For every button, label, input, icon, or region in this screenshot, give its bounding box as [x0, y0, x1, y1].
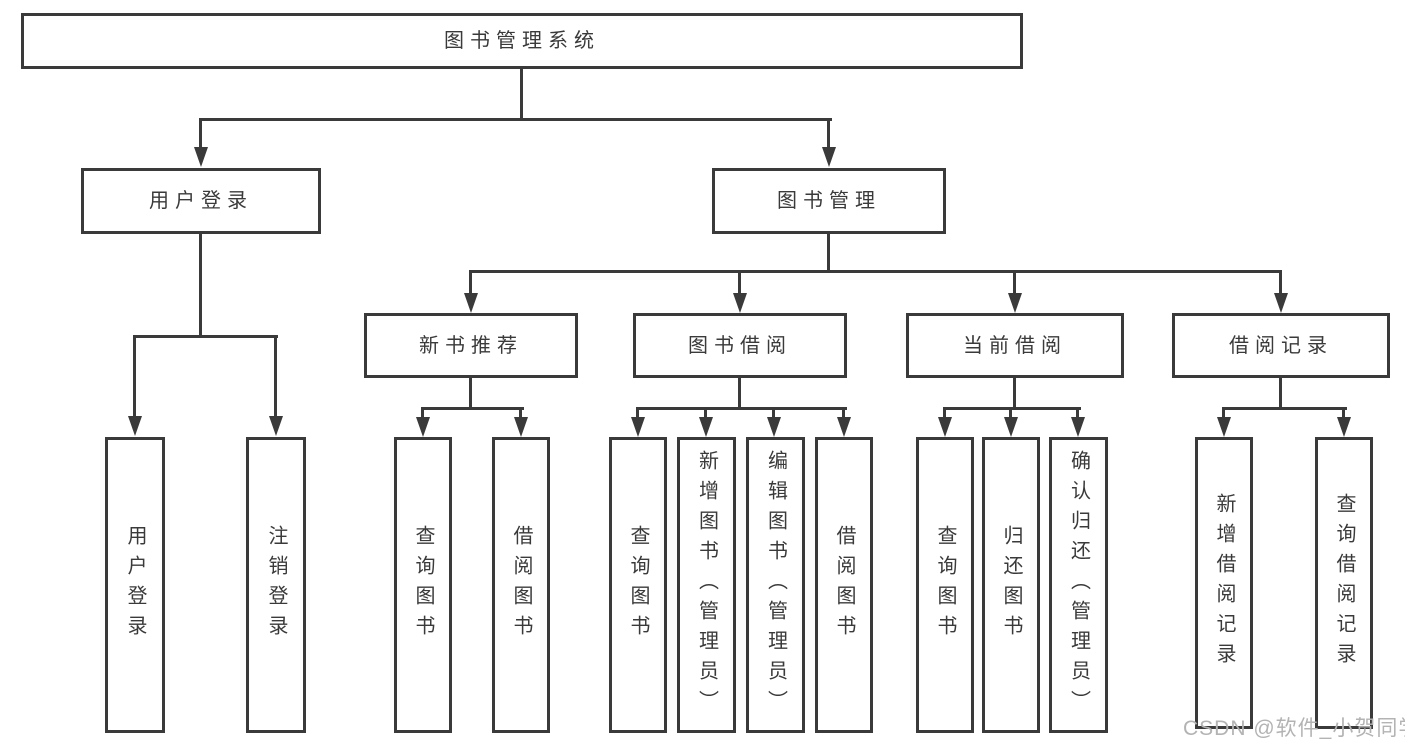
arrowhead-down-icon — [514, 417, 528, 437]
leaf-borrowing-query-books: 查询图书 — [609, 437, 667, 733]
connector-stem — [469, 378, 472, 407]
connector-level3-drop — [738, 270, 741, 293]
arrowhead-down-icon — [837, 417, 851, 437]
arrowhead-down-icon — [464, 293, 478, 313]
arrowhead-down-icon — [733, 293, 747, 313]
arrowhead-down-icon — [1217, 417, 1231, 437]
connector-stem — [1279, 378, 1282, 407]
arrowhead-down-icon — [416, 417, 430, 437]
node-borrowing-records: 借阅记录 — [1172, 313, 1390, 378]
connector-leaf-drop — [704, 407, 707, 417]
connector-stem — [1013, 378, 1016, 407]
connector-rail — [421, 407, 524, 410]
arrowhead-down-icon — [1337, 417, 1351, 437]
connector-rail — [943, 407, 1081, 410]
connector-leaf-drop — [772, 407, 775, 417]
connector-user-login-rail — [133, 335, 278, 338]
connector-rail — [636, 407, 847, 410]
connector-leaf-drop — [636, 407, 639, 417]
leaf-current-return-books: 归还图书 — [982, 437, 1040, 733]
connector-book-mgmt-stem — [827, 234, 830, 270]
connector-root-stem — [520, 69, 523, 118]
node-user-login: 用户登录 — [81, 168, 321, 234]
leaf-borrowing-add-books-admin: 新增图书（管理员） — [677, 437, 736, 733]
leaf-logout: 注销登录 — [246, 437, 306, 733]
connector-leaf-drop — [943, 407, 946, 417]
connector-leaf-drop — [1076, 407, 1079, 417]
connector-level3-drop — [1013, 270, 1016, 293]
connector-leaf-drop — [1009, 407, 1012, 417]
leaf-current-query-books: 查询图书 — [916, 437, 974, 733]
connector-level3-drop — [469, 270, 472, 293]
arrowhead-down-icon — [767, 417, 781, 437]
connector-leaf-drop — [1222, 407, 1225, 417]
leaf-records-add-record: 新增借阅记录 — [1195, 437, 1253, 729]
connector-level2-rail — [199, 118, 832, 121]
arrowhead-down-icon — [822, 147, 836, 167]
node-new-book-recommend: 新书推荐 — [364, 313, 578, 378]
arrowhead-down-icon — [1004, 417, 1018, 437]
arrowhead-down-icon — [1274, 293, 1288, 313]
connector-leaf-drop — [1342, 407, 1345, 417]
arrowhead-down-icon — [1071, 417, 1085, 437]
connector-leaf-drop — [133, 335, 136, 416]
leaf-recommend-query-books: 查询图书 — [394, 437, 452, 733]
arrowhead-down-icon — [128, 416, 142, 436]
leaf-records-query-record: 查询借阅记录 — [1315, 437, 1373, 729]
connector-user-login-stem — [199, 234, 202, 335]
connector-stem — [738, 378, 741, 407]
connector-level3-drop — [1279, 270, 1282, 293]
node-root-system: 图书管理系统 — [21, 13, 1023, 69]
arrowhead-down-icon — [1008, 293, 1022, 313]
node-book-management: 图书管理 — [712, 168, 946, 234]
leaf-current-confirm-return-admin: 确认归还（管理员） — [1049, 437, 1108, 733]
leaf-recommend-borrow-books: 借阅图书 — [492, 437, 550, 733]
connector-book-mgmt-drop — [827, 118, 830, 147]
arrowhead-down-icon — [631, 417, 645, 437]
leaf-borrowing-edit-books-admin: 编辑图书（管理员） — [746, 437, 805, 733]
connector-rail — [1222, 407, 1347, 410]
connector-leaf-drop — [519, 407, 522, 417]
connector-leaf-drop — [842, 407, 845, 417]
leaf-user-login: 用户登录 — [105, 437, 165, 733]
arrowhead-down-icon — [938, 417, 952, 437]
connector-leaf-drop — [274, 335, 277, 416]
leaf-borrowing-borrow-books: 借阅图书 — [815, 437, 873, 733]
arrowhead-down-icon — [699, 417, 713, 437]
node-current-borrowing: 当前借阅 — [906, 313, 1124, 378]
arrowhead-down-icon — [269, 416, 283, 436]
csdn-watermark: CSDN @软件_小贺同学 — [1183, 717, 1405, 740]
arrowhead-down-icon — [194, 147, 208, 167]
connector-user-login-drop — [199, 118, 202, 147]
node-book-borrowing: 图书借阅 — [633, 313, 847, 378]
connector-leaf-drop — [421, 407, 424, 417]
connector-level3-rail — [469, 270, 1282, 273]
